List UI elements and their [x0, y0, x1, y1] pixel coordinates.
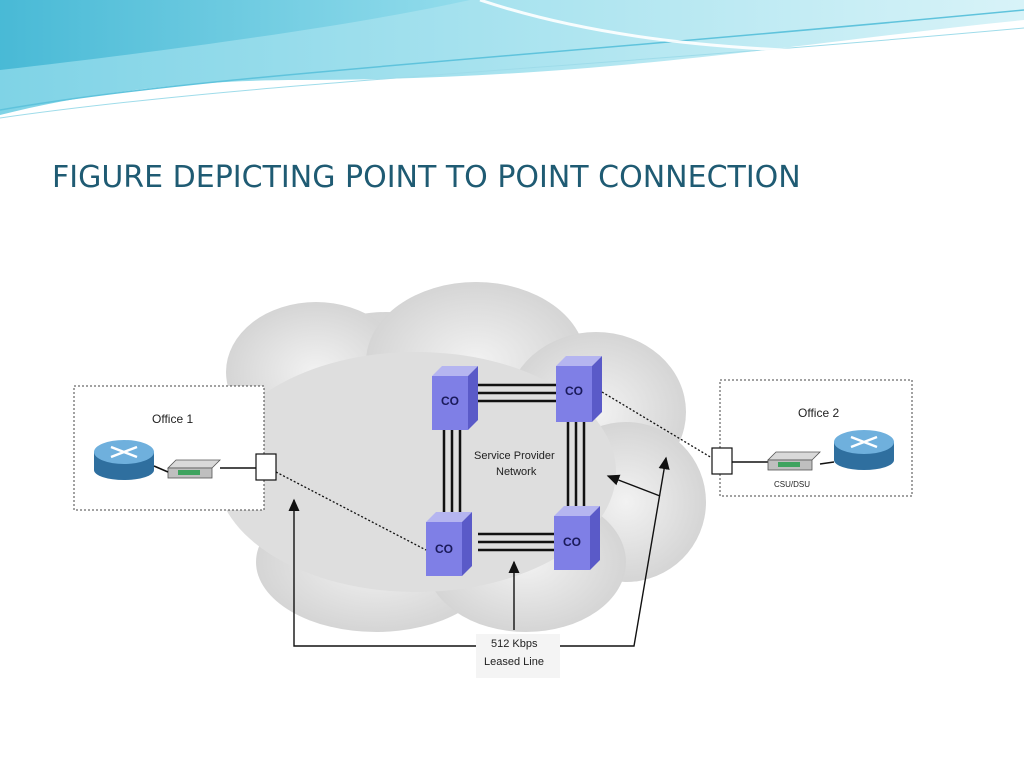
office1-demarc-box	[255, 453, 277, 481]
office1-router-link	[153, 465, 169, 473]
office2-label: Office 2	[798, 406, 840, 420]
office2-local-loop	[601, 391, 713, 459]
cloud-label-line2: Network	[496, 466, 537, 478]
office2-demarc-box	[711, 447, 733, 475]
leased-line-arrow-co	[606, 474, 661, 497]
leased-line-label-bg	[476, 634, 560, 678]
office1-router-icon	[94, 440, 154, 480]
leased-line-label-line2: Leased Line	[484, 656, 544, 668]
office2-csu-dsu-icon	[767, 451, 821, 471]
co-links	[442, 383, 586, 552]
leased-line-label-line1: 512 Kbps	[491, 638, 538, 650]
co-box-bottom-right	[554, 506, 600, 570]
csu-dsu-label: CSU/DSU	[774, 480, 811, 489]
diagram-canvas	[73, 282, 913, 678]
co-label-bottom-left: CO	[435, 542, 453, 556]
co-box-top-right	[556, 356, 602, 422]
office2-router-icon	[834, 430, 894, 470]
point-to-point-diagram: Office 1 Office 2 CSU/DSU Service Provid…	[56, 232, 940, 736]
co-label-top-right: CO	[565, 384, 583, 398]
co-box-bottom-left	[426, 512, 472, 576]
co-box-top-left	[432, 366, 478, 430]
co-label-top-left: CO	[441, 394, 459, 408]
cloud-label-line1: Service Provider	[474, 450, 555, 462]
office1-label: Office 1	[152, 412, 194, 426]
leased-line-arrow-right	[556, 456, 670, 647]
slide-title: FIGURE DEPICTING POINT TO POINT CONNECTI…	[52, 160, 801, 195]
office1-local-loop	[275, 471, 427, 551]
office2-router-link	[819, 461, 835, 465]
header-wave-decoration	[0, 0, 1024, 119]
co-label-bottom-right: CO	[563, 535, 581, 549]
leased-line-arrow-left	[288, 498, 476, 647]
office1-csu-dsu-icon	[167, 459, 221, 479]
